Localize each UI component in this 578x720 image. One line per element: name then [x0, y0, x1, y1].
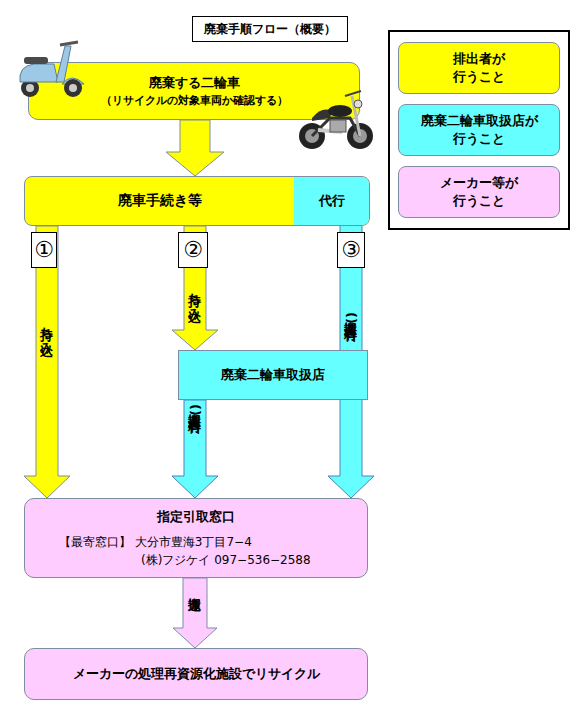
block-arrow	[172, 400, 218, 498]
collection-box: 指定引取窓口【最寄窓口】 大分市豊海3丁目7−4 (株)フジケイ 097−536−…	[24, 498, 368, 578]
scooter-body	[20, 64, 58, 82]
scooter-column	[56, 46, 71, 82]
vehicle-box: 廃棄する二輪車 （リサイクルの対象車両か確認する）	[28, 62, 360, 120]
motorcycle-wheel	[299, 123, 325, 149]
block-arrow	[166, 120, 224, 176]
motorcycle-fork	[352, 96, 360, 136]
scooter-handlebar	[60, 42, 78, 45]
scooter-illustration	[20, 42, 84, 97]
block-arrow	[24, 226, 70, 498]
legend-text: メーカー等が 行うこと	[440, 174, 518, 209]
motorcycle-tank	[328, 105, 352, 117]
node-note: (株)フジケイ 097−536−2588	[141, 553, 311, 568]
node-heading: 指定引取窓口	[157, 509, 235, 525]
recycling-box: メーカーの処理再資源化施設でリサイクル	[24, 648, 368, 700]
motorcycle-headlight	[354, 100, 362, 108]
legend-text: 排出者が 行うこと	[453, 50, 505, 85]
motorcycle-engine	[330, 120, 346, 132]
scooter-hub	[69, 84, 77, 92]
shop-box: 廃棄二輪車取扱店	[178, 350, 368, 400]
motorcycle-illustration	[299, 91, 373, 149]
motorcycle-hub	[353, 129, 367, 143]
block-arrow	[173, 578, 217, 648]
procedure-box: 廃車手続き等 代行	[24, 176, 370, 226]
legend-swatch: メーカー等が 行うこと	[398, 166, 560, 218]
legend-frame: 排出者が 行うこと廃棄二輪車取扱店が 行うことメーカー等が 行うこと	[388, 30, 570, 230]
node-heading: 廃車手続き等	[118, 192, 202, 210]
diagram-title: 廃棄手順フロー（概要）	[204, 21, 336, 38]
scooter-wheel	[21, 79, 39, 97]
node-note: （リサイクルの対象車両か確認する）	[101, 94, 288, 108]
motorcycle-handlebar	[345, 91, 361, 96]
block-arrow	[172, 226, 218, 350]
title-box: 廃棄手順フロー（概要）	[192, 16, 348, 42]
scooter-seat	[24, 57, 48, 64]
scooter-hub	[26, 84, 34, 92]
motorcycle-frame	[312, 118, 360, 136]
legend-text: 廃棄二輪車取扱店が 行うこと	[421, 112, 538, 147]
proxy-box: 代行	[294, 177, 369, 225]
legend-swatch: 廃棄二輪車取扱店が 行うこと	[398, 104, 560, 156]
motorcycle-exhaust	[318, 130, 342, 132]
node-heading: 廃棄二輪車取扱店	[221, 367, 325, 383]
node-note: 【最寄窓口】 大分市豊海3丁目7−4	[59, 535, 252, 550]
scooter-fender	[62, 78, 84, 84]
node-heading: 代行	[319, 193, 345, 209]
motorcycle-wheel	[347, 123, 373, 149]
node-heading: メーカーの処理再資源化施設でリサイクル	[73, 666, 320, 682]
legend-swatch: 排出者が 行うこと	[398, 42, 560, 94]
scooter-wheel	[64, 79, 82, 97]
motorcycle-seat	[312, 110, 332, 121]
motorcycle-hub	[305, 129, 319, 143]
node-heading: 廃棄する二輪車	[149, 75, 240, 91]
